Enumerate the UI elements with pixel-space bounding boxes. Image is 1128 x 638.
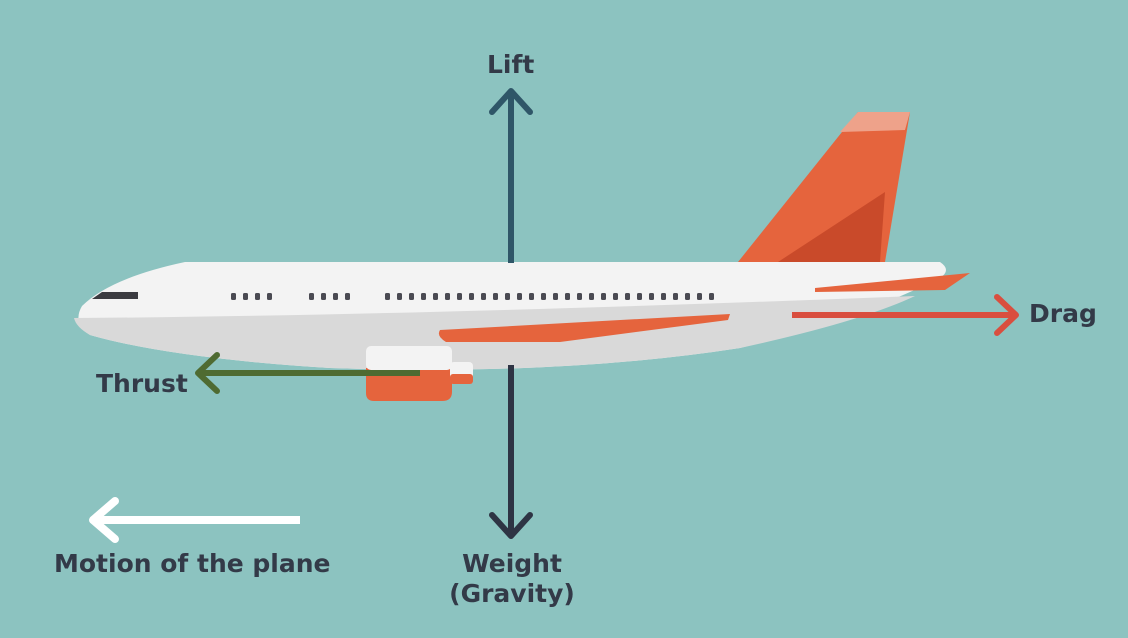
passenger-window [345,293,350,300]
tail-fin-shade [778,192,885,262]
passenger-window [267,293,272,300]
passenger-window [553,293,558,300]
weight-label-line2: (Gravity) [449,579,575,608]
passenger-window [601,293,606,300]
weight-label: Weight (Gravity) [447,549,577,609]
passenger-window [433,293,438,300]
passenger-window [409,293,414,300]
passenger-window [469,293,474,300]
weight-arrow [489,365,533,539]
passenger-window [613,293,618,300]
passenger-window [517,293,522,300]
passenger-window [589,293,594,300]
passenger-window [637,293,642,300]
engine-nacelle-orange [366,368,452,401]
passenger-window [709,293,714,300]
motion-label: Motion of the plane [54,549,331,578]
passenger-windows [231,293,714,300]
passenger-window [255,293,260,300]
passenger-window [697,293,702,300]
passenger-window [333,293,338,300]
passenger-window [421,293,426,300]
engine-exhaust-ring [450,374,473,384]
passenger-window [625,293,630,300]
tail-fin-highlight [840,112,910,132]
passenger-window [385,293,390,300]
passenger-window [309,293,314,300]
passenger-window [673,293,678,300]
passenger-window [493,293,498,300]
cockpit-window [92,292,138,299]
weight-label-line1: Weight [462,549,562,578]
passenger-window [243,293,248,300]
passenger-window [541,293,546,300]
passenger-window [661,293,666,300]
drag-label: Drag [1029,299,1097,328]
drag-arrow [792,294,1019,336]
wing [438,314,730,342]
passenger-window [445,293,450,300]
horizontal-stabilizer [815,273,970,292]
engine [366,342,473,401]
thrust-label: Thrust [96,369,188,398]
airplane-side-view-icon [74,112,970,401]
thrust-arrow [195,352,420,394]
passenger-window [231,293,236,300]
passenger-window [649,293,654,300]
motion-arrow [89,497,300,543]
engine-nacelle-white [366,346,452,370]
passenger-window [529,293,534,300]
lift-arrow [489,88,533,263]
passenger-window [577,293,582,300]
passenger-window [505,293,510,300]
lift-label: Lift [487,50,535,79]
passenger-window [685,293,690,300]
passenger-window [397,293,402,300]
passenger-window [457,293,462,300]
passenger-window [565,293,570,300]
passenger-window [481,293,486,300]
passenger-window [321,293,326,300]
